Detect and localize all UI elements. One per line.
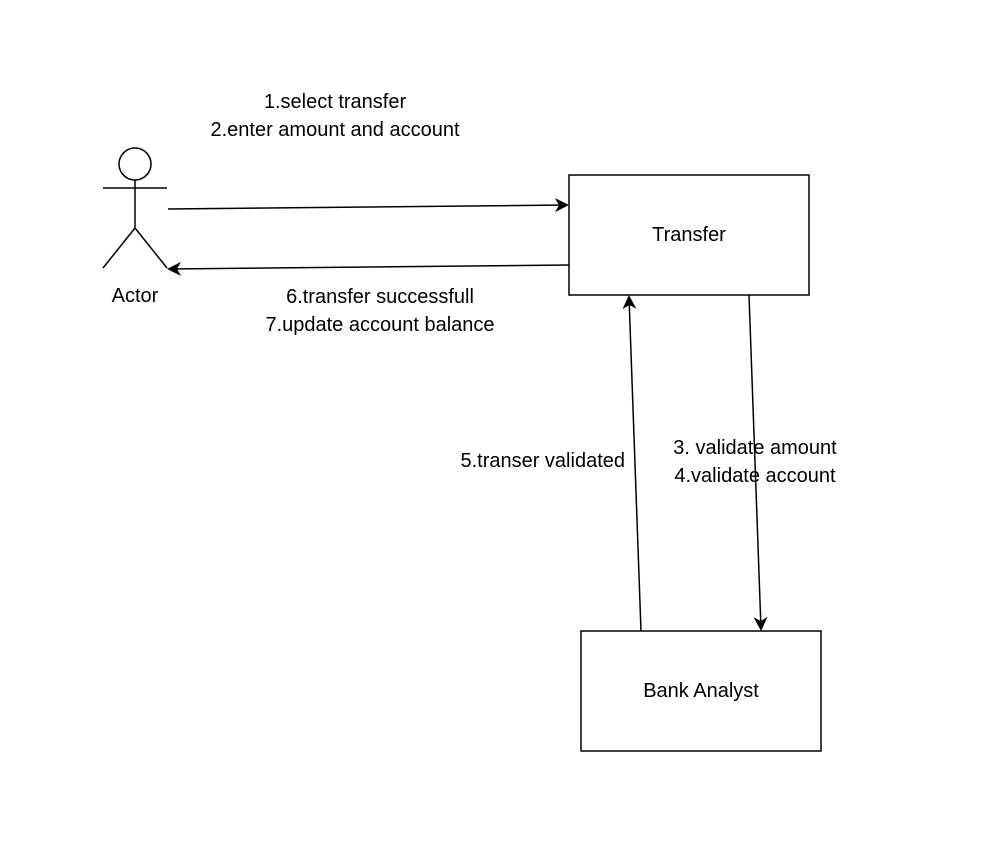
edge-transfer-to-bank[interactable] [748,294,768,631]
actor-left-leg [102,227,136,269]
edge-transfer-to-actor[interactable] [167,261,570,276]
bank-analyst-box[interactable] [580,630,822,752]
actor-head [118,147,152,181]
edge-label-update-balance: 7.update account balance [265,314,495,336]
actor-figure[interactable] [102,147,168,269]
edge-label-enter-amount: 2.enter amount and account [210,119,460,141]
edge-bank-to-transfer[interactable] [622,295,642,632]
edge-actor-to-transfer[interactable] [167,198,569,213]
actor-label: Actor [111,285,159,307]
edge-label-validate-account: 4.validate account [674,465,836,487]
edge-label-transfer-successful: 6.transfer successfull [286,286,474,308]
actor-right-leg [134,227,168,269]
bank-analyst-label: Bank Analyst [643,680,759,702]
edge-label-transfer-validated: 5.transer validated [460,450,625,472]
transfer-box[interactable] [568,174,810,296]
transfer-label: Transfer [652,224,726,246]
edge-label-select-transfer: 1.select transfer [263,91,407,113]
edge-label-validate-amount: 3. validate amount [673,437,837,459]
